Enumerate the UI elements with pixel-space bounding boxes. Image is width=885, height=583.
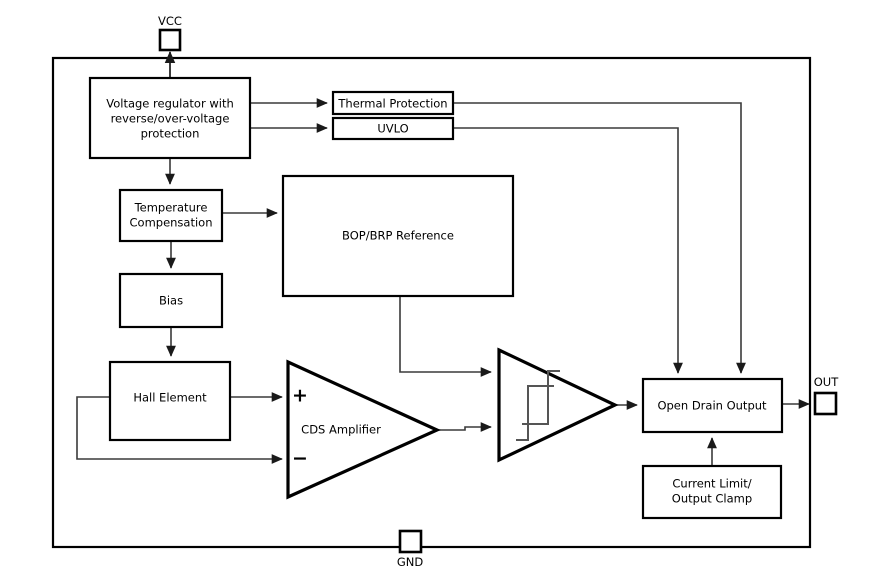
- hall-element-box[interactable]: [108, 360, 232, 442]
- hall-element-label: Hall Element: [133, 391, 207, 405]
- cds-amplifier-plus-sign: +: [292, 385, 308, 407]
- voltage-regulator-label-line-3: protection: [141, 127, 200, 141]
- block-voltage-regulator[interactable]: Voltage regulator with reverse/over-volt…: [88, 76, 252, 160]
- block-uvlo[interactable]: UVLO: [331, 116, 455, 141]
- vcc-pad-group: VCC: [158, 14, 182, 52]
- thermal-protection-label: Thermal Protection: [337, 97, 447, 111]
- cds-amplifier-triangle[interactable]: [286, 359, 441, 500]
- block-current-limit-output-clamp[interactable]: Current Limit/ Output Clamp: [641, 464, 783, 520]
- gnd-pad-label: GND: [397, 555, 424, 569]
- vcc-pad: [158, 28, 182, 52]
- block-thermal-protection[interactable]: Thermal Protection: [331, 90, 455, 116]
- comparator-triangle[interactable]: [497, 347, 619, 463]
- wire-uvlo-to-open-drain: [453, 127, 683, 374]
- current-limit-output-clamp-label-line-1: Current Limit/: [672, 477, 751, 491]
- amplifier-comparator[interactable]: [497, 347, 619, 463]
- vcc-pad-label: VCC: [158, 14, 182, 28]
- wire-thermal-to-open-drain: [453, 102, 746, 374]
- cds-amplifier-label: CDS Amplifier: [301, 423, 381, 437]
- temperature-compensation-box[interactable]: [118, 188, 224, 243]
- out-pad-label: OUT: [814, 375, 839, 389]
- block-open-drain-output[interactable]: Open Drain Output: [641, 377, 784, 434]
- block-bop-brp-reference[interactable]: BOP/BRP Reference: [281, 174, 515, 298]
- bias-box[interactable]: [118, 272, 224, 329]
- gnd-pad-group: GND: [397, 529, 424, 569]
- bias-label: Bias: [159, 294, 183, 308]
- voltage-regulator-label-line-1: Voltage regulator with: [106, 97, 234, 111]
- open-drain-output-label: Open Drain Output: [657, 399, 767, 413]
- block-temperature-compensation[interactable]: Temperature Compensation: [118, 188, 224, 243]
- bop-brp-reference-label: BOP/BRP Reference: [342, 229, 454, 243]
- wire-cds-to-comparator: [437, 422, 492, 432]
- amplifier-cds[interactable]: + − CDS Amplifier: [286, 359, 441, 500]
- open-drain-output-box[interactable]: [641, 377, 784, 434]
- voltage-regulator-label-line-2: reverse/over-voltage: [111, 112, 230, 126]
- voltage-regulator-box[interactable]: [88, 76, 252, 160]
- current-limit-output-clamp-label-line-2: Output Clamp: [672, 492, 752, 506]
- temperature-compensation-label-line-2: Compensation: [130, 216, 213, 230]
- out-pad-group: OUT: [813, 375, 839, 416]
- hysteresis-icon: [516, 370, 560, 441]
- die-outline: [51, 56, 812, 549]
- bop-brp-reference-box[interactable]: [281, 174, 515, 298]
- wire-bop-brp-to-comparator: [399, 296, 492, 377]
- wire-hall-feedback-to-cds-minus: [76, 396, 283, 464]
- block-hall-element[interactable]: Hall Element: [108, 360, 232, 442]
- block-bias[interactable]: Bias: [118, 272, 224, 329]
- current-limit-output-clamp-box[interactable]: [641, 464, 783, 520]
- gnd-pad: [398, 529, 423, 554]
- out-pad: [813, 391, 838, 416]
- cds-amplifier-minus-sign: −: [292, 448, 308, 470]
- uvlo-label: UVLO: [377, 122, 408, 136]
- temperature-compensation-label-line-1: Temperature: [134, 201, 208, 215]
- thermal-protection-box[interactable]: [331, 90, 455, 116]
- uvlo-box[interactable]: [331, 116, 455, 141]
